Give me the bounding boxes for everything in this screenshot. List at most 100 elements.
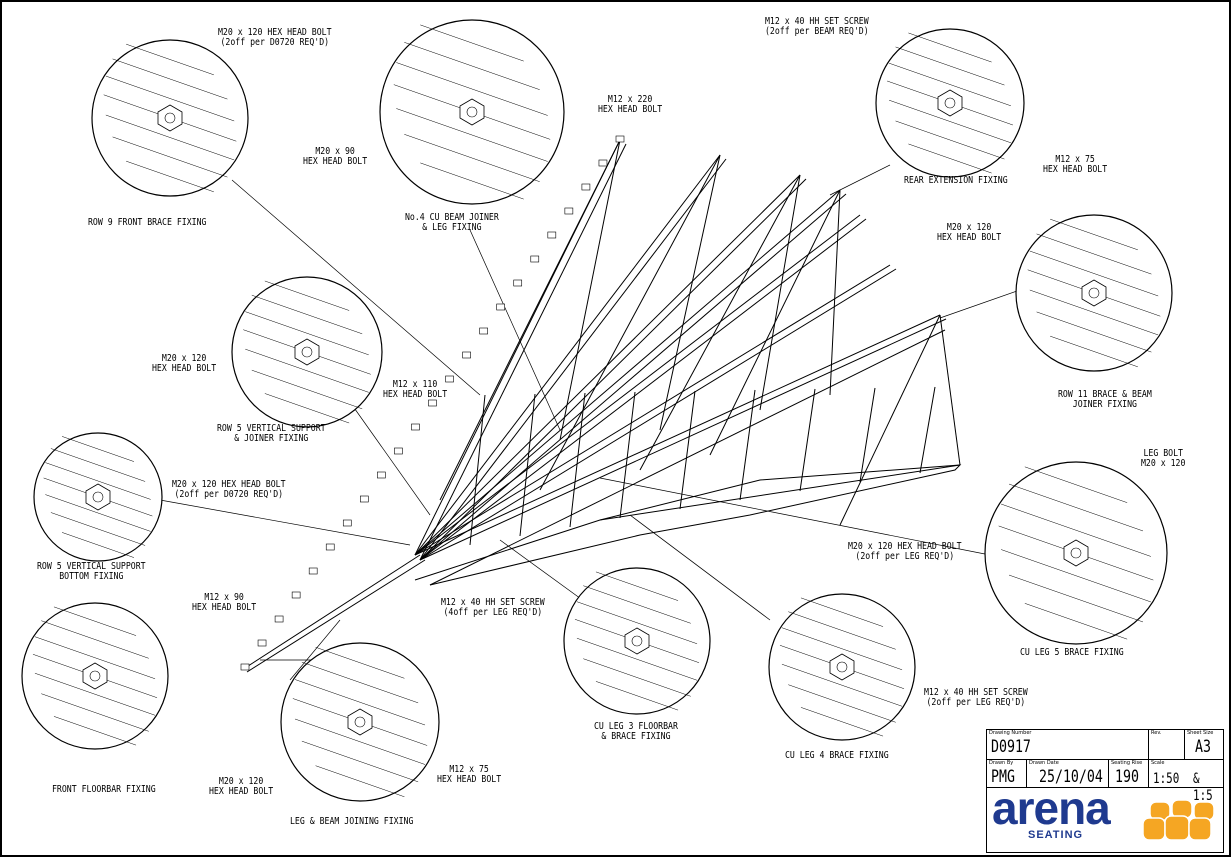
callout-line: M20 x 120 HEX HEAD BOLT [848, 541, 962, 552]
rev-caption: Rev. [1151, 730, 1162, 736]
drawing-number: D0917 [991, 737, 1031, 757]
callout-leg3-screw: M12 x 40 HH SET SCREW(4off per LEG REQ'D… [441, 598, 545, 618]
callout-line: M20 x 120 HEX HEAD BOLT [218, 27, 332, 38]
callout-leg3: CU LEG 3 FLOORBAR& BRACE FIXING [594, 722, 678, 742]
callout-line: LEG BOLT [1143, 448, 1183, 459]
callout-line: HEX HEAD BOLT [437, 774, 502, 785]
detail-circle-ff [21, 602, 169, 750]
callout-line: & LEG FIXING [422, 222, 482, 233]
callout-lb: LEG & BEAM JOINING FIXING [290, 817, 413, 827]
callout-line: BOTTOM FIXING [59, 571, 124, 582]
callout-line: CU LEG 5 BRACE FIXING [1020, 647, 1124, 658]
callout-rear: REAR EXTENSION FIXING [904, 176, 1008, 186]
callout-line: (2off per D0720 REQ'D) [220, 37, 330, 48]
hex-bolt-icon [829, 653, 855, 681]
callout-line: M12 x 40 HH SET SCREW [441, 597, 545, 608]
callout-line: M12 x 40 HH SET SCREW [765, 16, 869, 27]
hex-bolt-icon [1063, 539, 1089, 567]
stand-frame [240, 135, 962, 673]
detail-circle-row9 [91, 39, 249, 197]
callout-line: HEX HEAD BOLT [598, 104, 663, 115]
detail-circle-row11 [1015, 214, 1173, 372]
callout-line: M20 x 90 [315, 146, 355, 157]
callout-line: (4off per LEG REQ'D) [443, 607, 543, 618]
scale-cell: Scale 1:50 & 1:5 [1149, 760, 1223, 804]
callout-leg4: CU LEG 4 BRACE FIXING [785, 751, 889, 761]
detail-circle-leg5 [984, 461, 1168, 645]
seating-rise-caption: Seating Rise [1111, 760, 1143, 766]
callout-line: M12 x 90 [204, 592, 244, 603]
callout-line: HEX HEAD BOLT [383, 389, 448, 400]
callout-rear-screw: M12 x 40 HH SET SCREW(2off per BEAM REQ'… [765, 17, 869, 37]
callout-line: ROW 9 FRONT BRACE FIXING [88, 217, 207, 228]
callout-line: ROW 11 BRACE & BEAM [1058, 389, 1152, 400]
drawn-date-caption: Drawn Date [1029, 760, 1059, 766]
scale-second: & 1:5 [1193, 771, 1213, 804]
detail-circles [21, 19, 1173, 802]
callout-line: HEX HEAD BOLT [937, 232, 1002, 243]
callout-line: & JOINER FIXING [234, 433, 309, 444]
callout-line: CU LEG 4 BRACE FIXING [785, 750, 889, 761]
drawn-date-cell: Drawn Date 25/10/04 [1027, 760, 1109, 788]
callout-line: & BRACE FIXING [601, 731, 671, 742]
hex-bolt-icon [85, 483, 111, 511]
hex-bolt-icon [82, 662, 108, 690]
callout-line: HEX HEAD BOLT [303, 156, 368, 167]
callout-line: ROW 5 VERTICAL SUPPORT [217, 423, 326, 434]
hex-bolt-icon [294, 338, 320, 366]
sheet-size-caption: Sheet Size [1187, 730, 1214, 736]
callout-row9-bolt: M20 x 120 HEX HEAD BOLT(2off per D0720 R… [218, 28, 332, 48]
callout-line: JOINER FIXING [1072, 399, 1137, 410]
hex-bolt-icon [347, 708, 373, 736]
callout-line: M20 x 120 [218, 776, 264, 787]
drawing-number-caption: Drawing Number [989, 730, 1032, 736]
arena-logo-word: arena [992, 782, 1111, 834]
callout-line: HEX HEAD BOLT [192, 602, 257, 613]
callout-row5vs: ROW 5 VERTICAL SUPPORT& JOINER FIXING [217, 424, 326, 444]
arena-logo-sub: SEATING [1028, 829, 1084, 841]
detail-circle-leg3 [563, 567, 711, 715]
callout-line: M20 x 120 [1141, 458, 1186, 469]
callout-cu-beam: No.4 CU BEAM JOINER& LEG FIXING [405, 213, 499, 233]
callout-line: M12 x 220 [607, 94, 653, 105]
callout-line: M12 x 75 [1055, 154, 1095, 165]
callout-line: M20 x 120 [946, 222, 992, 233]
detail-circle-lb [280, 642, 440, 802]
callout-line: M12 x 40 HH SET SCREW [924, 687, 1028, 698]
detail-circle-row5vs [231, 276, 383, 428]
callout-line: M12 x 110 [392, 379, 438, 390]
callout-line: M20 x 120 [161, 353, 207, 364]
hex-bolt-icon [937, 89, 963, 117]
callout-line: ROW 5 VERTICAL SUPPORT [37, 561, 146, 572]
hex-bolt-icon [459, 98, 485, 126]
callout-row5b-bolt: M20 x 120 HEX HEAD BOLT(2off per D0720 R… [172, 480, 286, 500]
callout-line: HEX HEAD BOLT [152, 363, 217, 374]
hex-bolt-icon [157, 104, 183, 132]
detail-circle-cu-beam [379, 19, 565, 205]
drawn-by-caption: Drawn By [989, 760, 1014, 766]
drawing-number-cell: Drawing Number D0917 [987, 730, 1149, 760]
callout-ff: FRONT FLOORBAR FIXING [52, 785, 156, 795]
callout-leg5-bolt: M20 x 120 HEX HEAD BOLT(2off per LEG REQ… [848, 542, 962, 562]
callout-line: (2off per LEG REQ'D) [926, 697, 1026, 708]
scale: 1:50 [1153, 771, 1180, 787]
title-block: Drawing Number D0917 Rev. Sheet Size A3 … [986, 729, 1224, 853]
callout-line: M12 x 75 [449, 764, 489, 775]
hex-bolt-icon [624, 627, 650, 655]
rev-cell: Rev. [1149, 730, 1185, 760]
callout-line: (2off per LEG REQ'D) [855, 551, 955, 562]
sheet-size: A3 [1195, 737, 1211, 757]
detail-circle-rear [875, 28, 1025, 178]
